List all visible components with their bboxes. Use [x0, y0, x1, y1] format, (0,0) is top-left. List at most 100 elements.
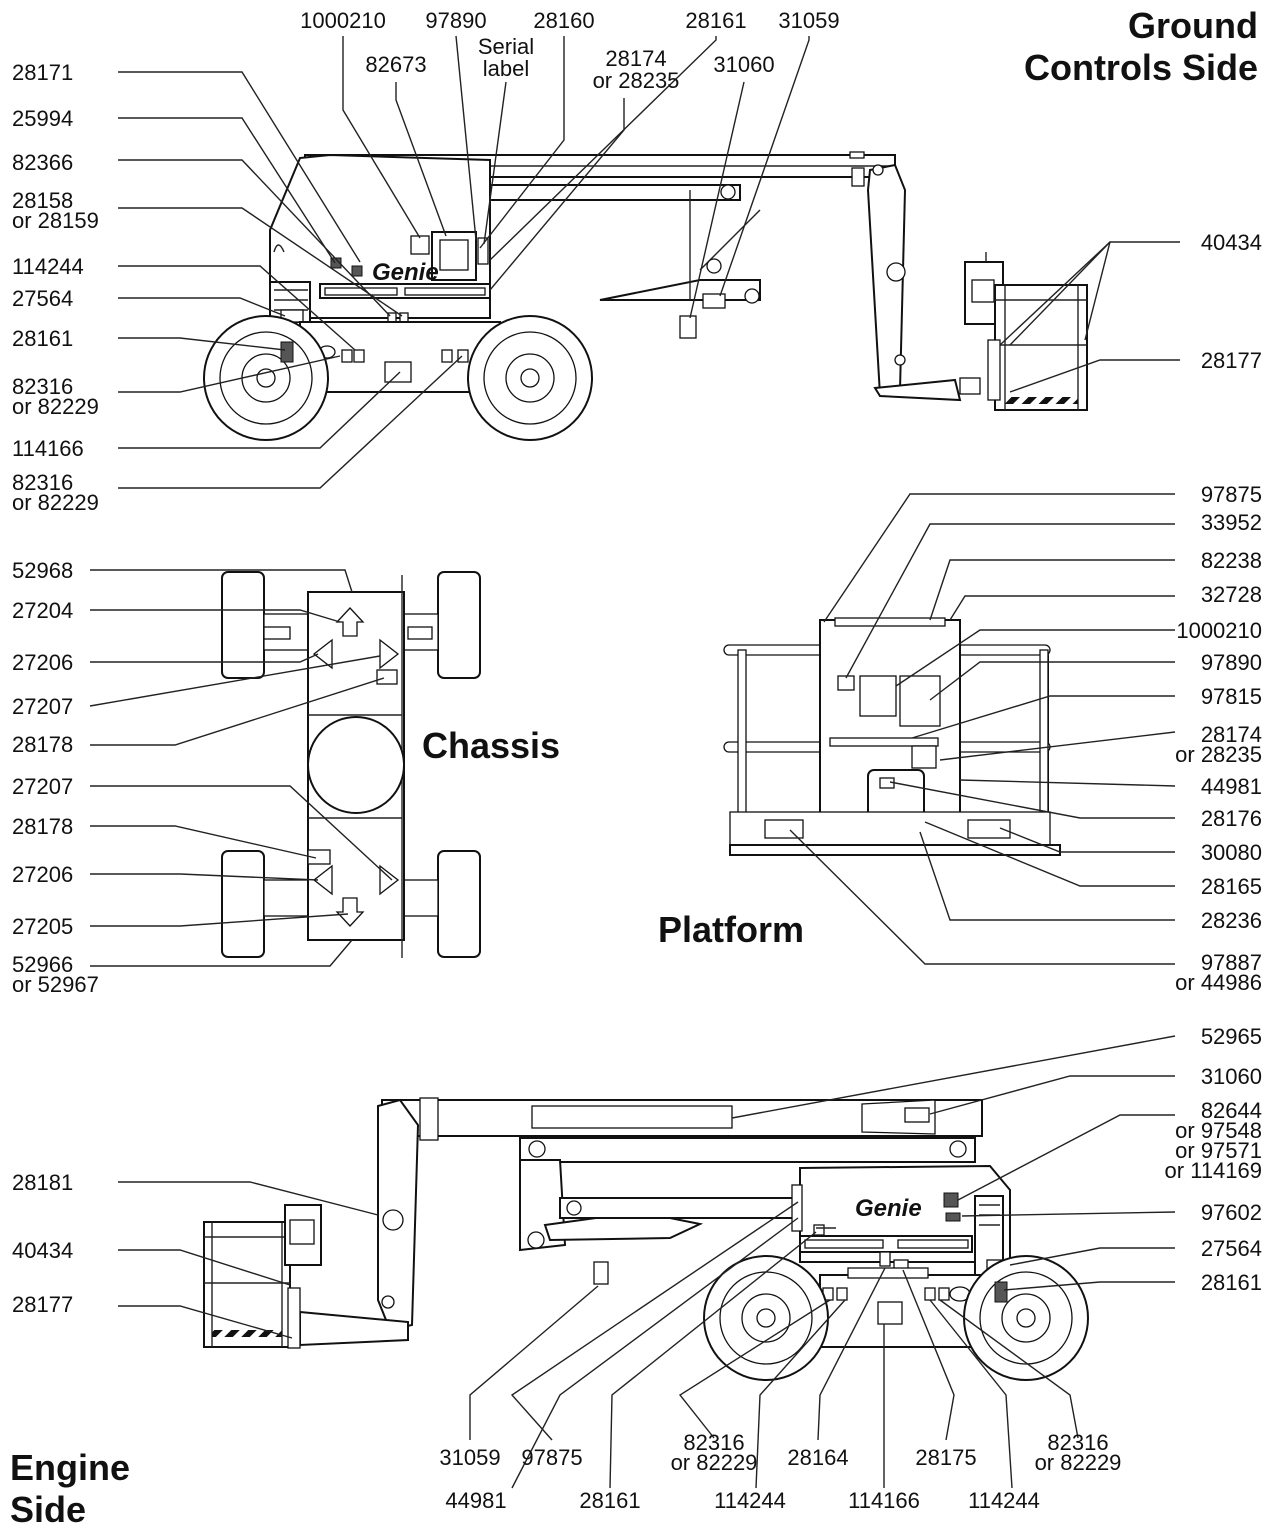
engine-bottom-leader — [609, 1231, 817, 1489]
engine-bottom-leader — [929, 1299, 1013, 1489]
ground-left-leader — [118, 355, 341, 393]
chassis-label: 27207 — [12, 774, 73, 799]
chassis-leader — [90, 785, 393, 881]
engine-bottom-label: 31059 — [439, 1445, 500, 1470]
ground-left-label: 82366 — [12, 150, 73, 175]
chassis-leader — [90, 677, 385, 746]
ground-brand-decal: Genie — [372, 259, 439, 286]
chassis-label: 28178 — [12, 814, 73, 839]
ground-top-label: 31060 — [713, 52, 774, 77]
chassis-leader — [90, 939, 353, 967]
chassis-label: 52968 — [12, 558, 73, 583]
chassis-label: 27206 — [12, 650, 73, 675]
engine-bottom-leader — [939, 1299, 1079, 1439]
chassis-leader — [90, 913, 349, 927]
platform-leader — [895, 629, 1175, 687]
ground-left-leader — [118, 207, 403, 317]
engine-right-leader — [731, 1035, 1176, 1119]
chassis-leader — [90, 873, 319, 881]
ground-top-leader — [395, 82, 447, 237]
platform-leader — [939, 731, 1176, 761]
platform-basket — [723, 617, 1061, 856]
leader-lines — [89, 35, 1180, 1489]
engine-right-leader — [957, 1114, 1175, 1201]
engine-bottom-label: 28164 — [787, 1445, 848, 1470]
engine-bottom-leader — [469, 1285, 599, 1440]
platform-label: 97815 — [1201, 684, 1262, 709]
engine-bottom-label: 97875 — [521, 1445, 582, 1470]
engine-bottom-leader — [511, 1217, 799, 1489]
engine-bottom-label: 114244 — [714, 1488, 786, 1513]
ground-left-leader — [118, 297, 286, 317]
platform-leader — [999, 827, 1175, 853]
chassis-label: 28178 — [12, 732, 73, 757]
engine-side-machine — [203, 1097, 1089, 1381]
engine-bottom-leader — [678, 1299, 831, 1439]
engine-left-leader — [118, 1249, 291, 1286]
engine-right-label: 27564 — [1201, 1236, 1262, 1261]
chassis-leader — [90, 653, 319, 663]
ground-top-leader — [689, 81, 745, 319]
ground-top-label: 97890 — [425, 8, 486, 33]
engine-bottom-label: 28175 — [915, 1445, 976, 1470]
engine-right-leader — [1009, 1247, 1175, 1266]
chassis-leader — [90, 609, 341, 623]
ground-left-leader — [118, 337, 286, 351]
engine-right-label: 97602 — [1201, 1200, 1262, 1225]
platform-label: 97890 — [1201, 650, 1262, 675]
engine-bottom-label: 114166 — [848, 1488, 920, 1513]
ground-right-label: 28177 — [1201, 348, 1262, 373]
ground-left-label: 27564 — [12, 286, 73, 311]
ground-left-leader — [118, 355, 463, 489]
chassis-label: 27207 — [12, 694, 73, 719]
ground-top-leader — [489, 98, 625, 291]
ground-right-leader — [999, 241, 1111, 346]
ground-top-label: 31059 — [778, 8, 839, 33]
platform-label: 82238 — [1201, 548, 1262, 573]
platform-leader — [924, 821, 1175, 887]
ground-right-leader — [1009, 359, 1180, 393]
ground-top-leader — [342, 36, 421, 239]
ground-top-leader — [455, 35, 477, 241]
platform-label: 33952 — [1201, 510, 1262, 535]
platform-leader — [959, 779, 1176, 787]
engine-right-label: 28161 — [1201, 1270, 1262, 1295]
platform-leader — [949, 595, 1175, 621]
platform-label: 28176 — [1201, 806, 1262, 831]
platform-label: 44981 — [1201, 774, 1262, 799]
engine-bottom-label: 28161 — [579, 1488, 640, 1513]
platform-leader — [845, 523, 1175, 679]
chassis-leader — [90, 825, 317, 859]
platform-label: 28165 — [1201, 874, 1262, 899]
engine-right-leader — [1003, 1281, 1175, 1291]
engine-left-label: 28177 — [12, 1292, 73, 1317]
platform-label: 32728 — [1201, 582, 1262, 607]
platform-label: 30080 — [1201, 840, 1262, 865]
chassis-label: 27205 — [12, 914, 73, 939]
chassis-label: 27206 — [12, 862, 73, 887]
chassis-leader — [89, 655, 381, 707]
platform-leader — [929, 661, 1175, 701]
platform-leader — [889, 781, 1175, 819]
engine-bottom-label: 44981 — [445, 1488, 506, 1513]
ground-left-label: 114244 — [12, 254, 84, 279]
ground-right-leader — [1084, 241, 1111, 341]
engine-right-label: 52965 — [1201, 1024, 1262, 1049]
ground-top-label: 82673 — [365, 52, 426, 77]
engine-left-label: 28181 — [12, 1170, 73, 1195]
ground-right-label: 40434 — [1201, 230, 1262, 255]
engine-left-leader — [118, 1181, 379, 1216]
ground-top-leader — [479, 36, 565, 249]
